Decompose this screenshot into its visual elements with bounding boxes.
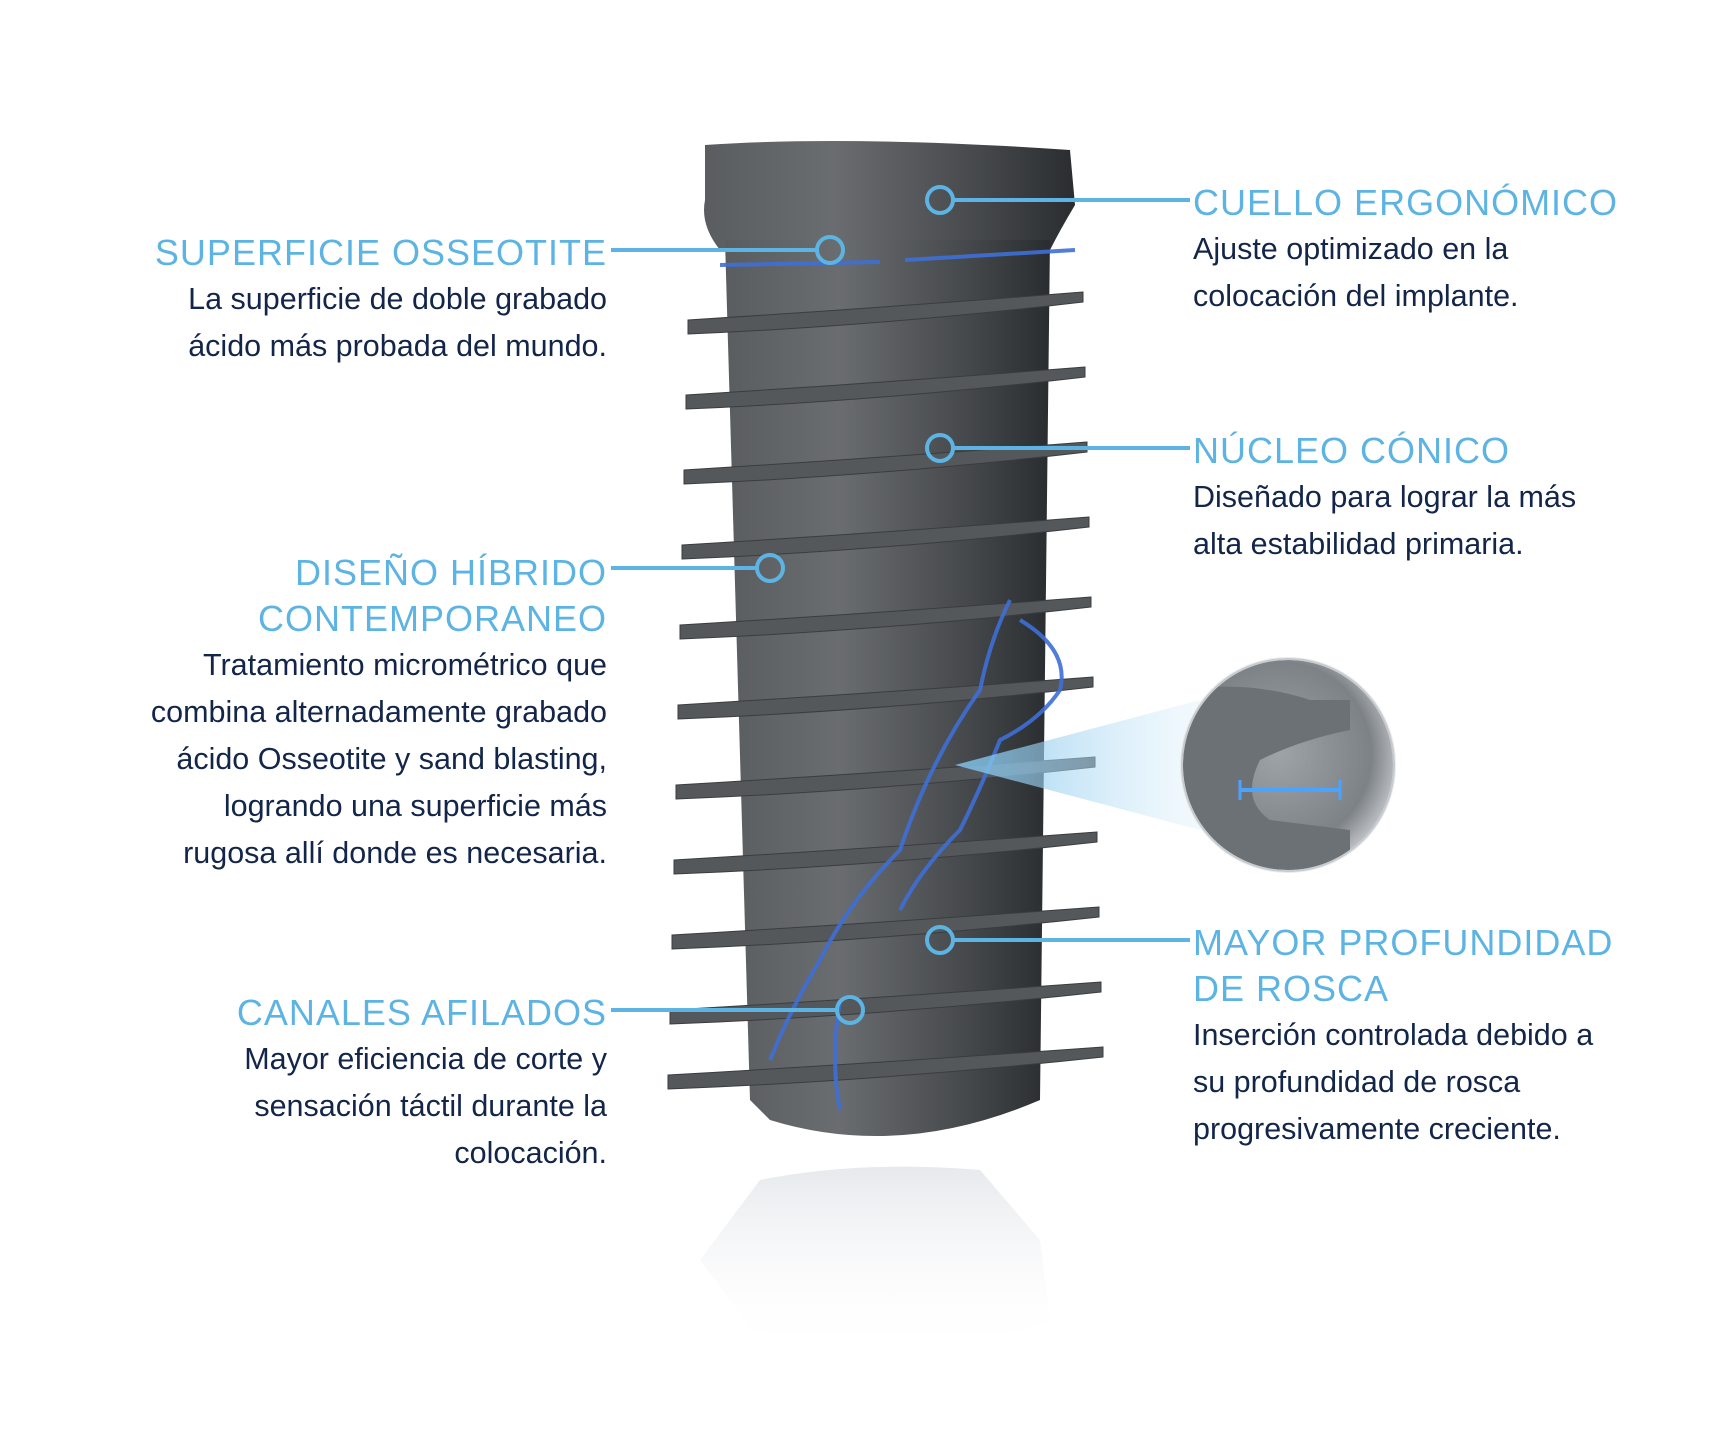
thread-ridge	[683, 441, 1088, 485]
connector-cuello	[925, 185, 1190, 215]
cutting-flute-outlines	[719, 248, 1076, 1111]
callout-cuello-ergonomico: CUELLO ERGONÓMICO Ajuste optimizado en l…	[1193, 180, 1618, 320]
thread-ridge	[671, 906, 1100, 950]
thread-ridge	[669, 981, 1102, 1025]
callout-description: Diseñado para lograr la más alta estabil…	[1193, 480, 1577, 561]
connector-marker	[925, 925, 955, 955]
callout-description: La superficie de doble grabado ácido más…	[188, 282, 607, 363]
thread-detail-inset	[1180, 657, 1396, 873]
connector-marker	[925, 185, 955, 215]
thread-ridge	[681, 516, 1090, 560]
thread-ridge	[667, 1046, 1104, 1090]
callout-canales-afilados: CANALES AFILADOS Mayor eficiencia de cor…	[237, 990, 607, 1177]
callout-title: MAYOR PROFUNDIDAD DE ROSCA	[1193, 922, 1614, 1009]
callout-description: Inserción controlada debido a su profund…	[1193, 1018, 1594, 1146]
connector-nucleo	[925, 433, 1190, 463]
thread-ridge	[677, 676, 1094, 720]
callout-title: NÚCLEO CÓNICO	[1193, 430, 1511, 471]
callout-title: CANALES AFILADOS	[236, 992, 607, 1033]
connector-marker	[815, 235, 845, 265]
callout-diseno-hibrido: DISEÑO HÍBRIDO CONTEMPORANEO Tratamiento…	[151, 550, 607, 877]
callout-mayor-profundidad: MAYOR PROFUNDIDAD DE ROSCA Inserción con…	[1193, 920, 1613, 1153]
callout-nucleo-conico: NÚCLEO CÓNICO Diseñado para lograr la má…	[1193, 428, 1576, 568]
connector-superficie	[611, 235, 845, 265]
callout-superficie-osseotite: SUPERFICIE OSSEOTITE La superficie de do…	[155, 230, 607, 370]
callout-description: Tratamiento micrométrico que combina alt…	[150, 648, 607, 870]
connector-marker	[925, 433, 955, 463]
thread-ridge	[679, 596, 1092, 640]
thread-ridge	[673, 831, 1098, 875]
magnifier-beam	[955, 700, 1200, 830]
connector-marker	[755, 553, 785, 583]
connector-marker	[835, 995, 865, 1025]
thread-ridge	[687, 291, 1084, 335]
callout-description: Ajuste optimizado en la colocación del i…	[1193, 232, 1519, 313]
callout-description: Mayor eficiencia de corte y sensación tá…	[244, 1042, 607, 1170]
connector-diseno	[611, 553, 785, 583]
callout-title: SUPERFICIE OSSEOTITE	[154, 232, 607, 273]
connector-profundidad	[925, 925, 1190, 955]
callout-title: DISEÑO HÍBRIDO CONTEMPORANEO	[257, 552, 607, 639]
callout-title: CUELLO ERGONÓMICO	[1193, 182, 1619, 223]
implant-body	[704, 141, 1075, 1136]
connector-canales	[611, 995, 865, 1025]
implant-reflection	[700, 1166, 1050, 1356]
thread-ridge	[685, 366, 1086, 410]
callout-connectors	[611, 185, 1190, 1025]
